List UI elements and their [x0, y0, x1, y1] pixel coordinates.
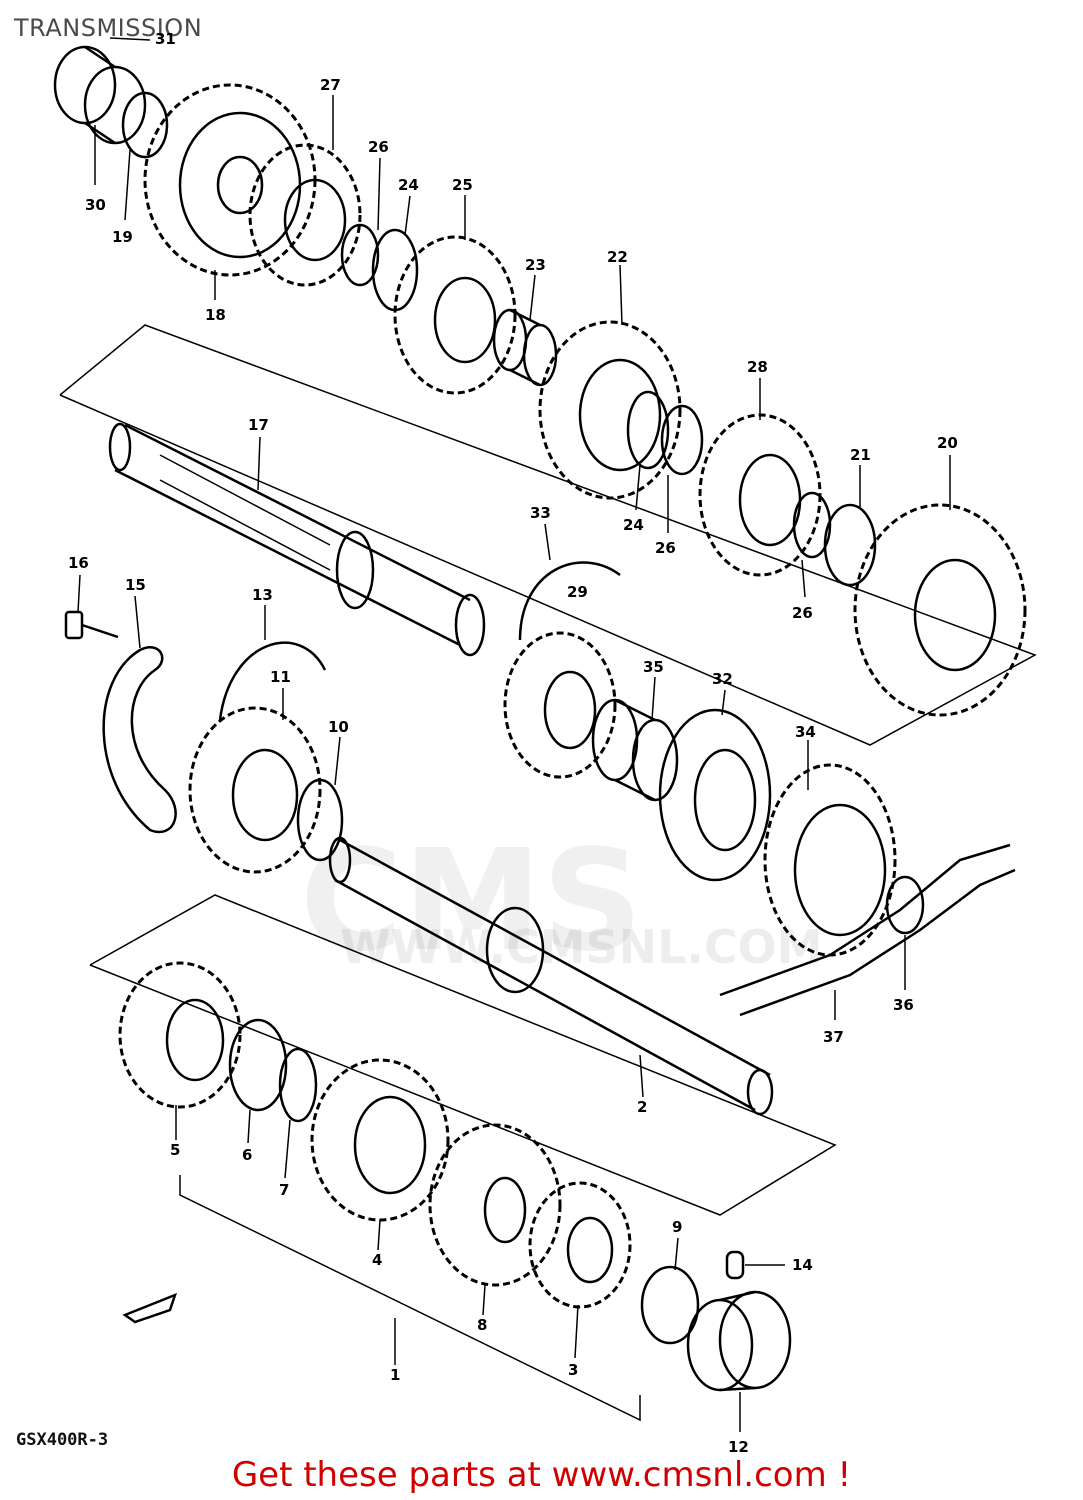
callout-14: 14	[792, 1256, 813, 1274]
model-code: GSX400R-3	[16, 1430, 109, 1450]
parts-link-banner[interactable]: Get these parts at www.cmsnl.com !	[231, 1455, 852, 1495]
watermark-url: WWW.CMSNL.COM	[340, 920, 823, 974]
callout-15: 15	[125, 576, 146, 594]
callout-10: 10	[328, 718, 349, 736]
callout-1: 1	[390, 1366, 400, 1384]
part-15-bearing-retainer	[102, 646, 177, 834]
part-25-gear	[393, 235, 517, 395]
part-2-driveshaft	[328, 836, 774, 1116]
part-36-lock-washer	[885, 875, 925, 935]
callout-19: 19	[112, 228, 133, 246]
part-9-washer	[640, 1265, 700, 1345]
part-23-bushing	[492, 308, 558, 387]
callout-32: 32	[712, 670, 733, 688]
part-3-gear	[528, 1181, 632, 1309]
callout-27: 27	[320, 76, 341, 94]
callout-4: 4	[372, 1251, 382, 1269]
callout-21: 21	[850, 446, 871, 464]
part-24-washer-b	[626, 390, 670, 470]
part-17-countershaft	[108, 422, 486, 657]
callout-16: 16	[68, 554, 89, 572]
part-19-washer	[121, 91, 169, 159]
driveshaft-group-bracket	[179, 1175, 641, 1422]
part-37-drive-chain	[719, 843, 1016, 1017]
callout-13: 13	[252, 586, 273, 604]
callout-28: 28	[747, 358, 768, 376]
callout-26-b: 26	[655, 539, 676, 557]
part-10-washer	[296, 778, 344, 862]
callout-29: 29	[567, 583, 588, 601]
callout-36: 36	[893, 996, 914, 1014]
callout-23: 23	[525, 256, 546, 274]
callout-26-c: 26	[792, 604, 813, 622]
callout-37: 37	[823, 1028, 844, 1046]
part-26-circlip-c	[792, 491, 832, 559]
callout-20: 20	[937, 434, 958, 452]
countershaft-assembly-frame	[59, 324, 1037, 746]
part-14-pin	[725, 1250, 745, 1280]
callout-24: 24	[398, 176, 419, 194]
callout-8: 8	[477, 1316, 487, 1334]
callout-25: 25	[452, 176, 473, 194]
part-31-sleeve	[53, 45, 147, 145]
callout-18: 18	[205, 306, 226, 324]
part-12-sleeve	[686, 1290, 792, 1392]
part-29-bearing	[503, 631, 617, 779]
leader-lines	[77, 37, 951, 1432]
callout-11: 11	[270, 668, 291, 686]
part-20-gear	[853, 503, 1027, 717]
callout-35: 35	[643, 658, 664, 676]
part-5-gear	[118, 961, 242, 1109]
callout-26: 26	[368, 138, 389, 156]
callout-17: 17	[248, 416, 269, 434]
part-8-gear	[428, 1123, 562, 1287]
callout-5: 5	[170, 1141, 180, 1159]
callout-30: 30	[85, 196, 106, 214]
callout-2: 2	[637, 1098, 647, 1116]
callout-22: 22	[607, 248, 628, 266]
callout-33: 33	[530, 504, 551, 522]
part-27-gear	[248, 143, 362, 287]
part-4-gear	[310, 1058, 450, 1222]
front-direction-arrow-icon	[122, 1292, 178, 1324]
part-22-gear	[538, 320, 682, 500]
part-26-circlip-b	[660, 404, 704, 476]
part-33-circlip	[518, 561, 621, 641]
callout-34: 34	[795, 723, 816, 741]
part-18-gear	[143, 83, 317, 277]
diagram-title: TRANSMISSION	[14, 14, 203, 42]
driveshaft-assembly-frame	[89, 894, 837, 1216]
callout-6: 6	[242, 1146, 252, 1164]
callout-3: 3	[568, 1361, 578, 1379]
callout-12: 12	[728, 1438, 749, 1456]
part-16-bolt	[64, 610, 119, 640]
part-7-circlip	[278, 1047, 318, 1123]
part-11-bearing	[188, 706, 322, 874]
part-21-washer	[823, 503, 877, 587]
callout-7: 7	[279, 1181, 289, 1199]
callout-24-b: 24	[623, 516, 644, 534]
callout-9: 9	[672, 1218, 682, 1236]
part-35-spacer	[591, 698, 679, 802]
part-13-circlip	[218, 641, 327, 721]
part-32-oil-seal	[658, 708, 772, 882]
callout-31: 31	[155, 30, 176, 48]
part-6-washer	[228, 1018, 288, 1112]
part-26-circlip-a	[340, 223, 380, 287]
